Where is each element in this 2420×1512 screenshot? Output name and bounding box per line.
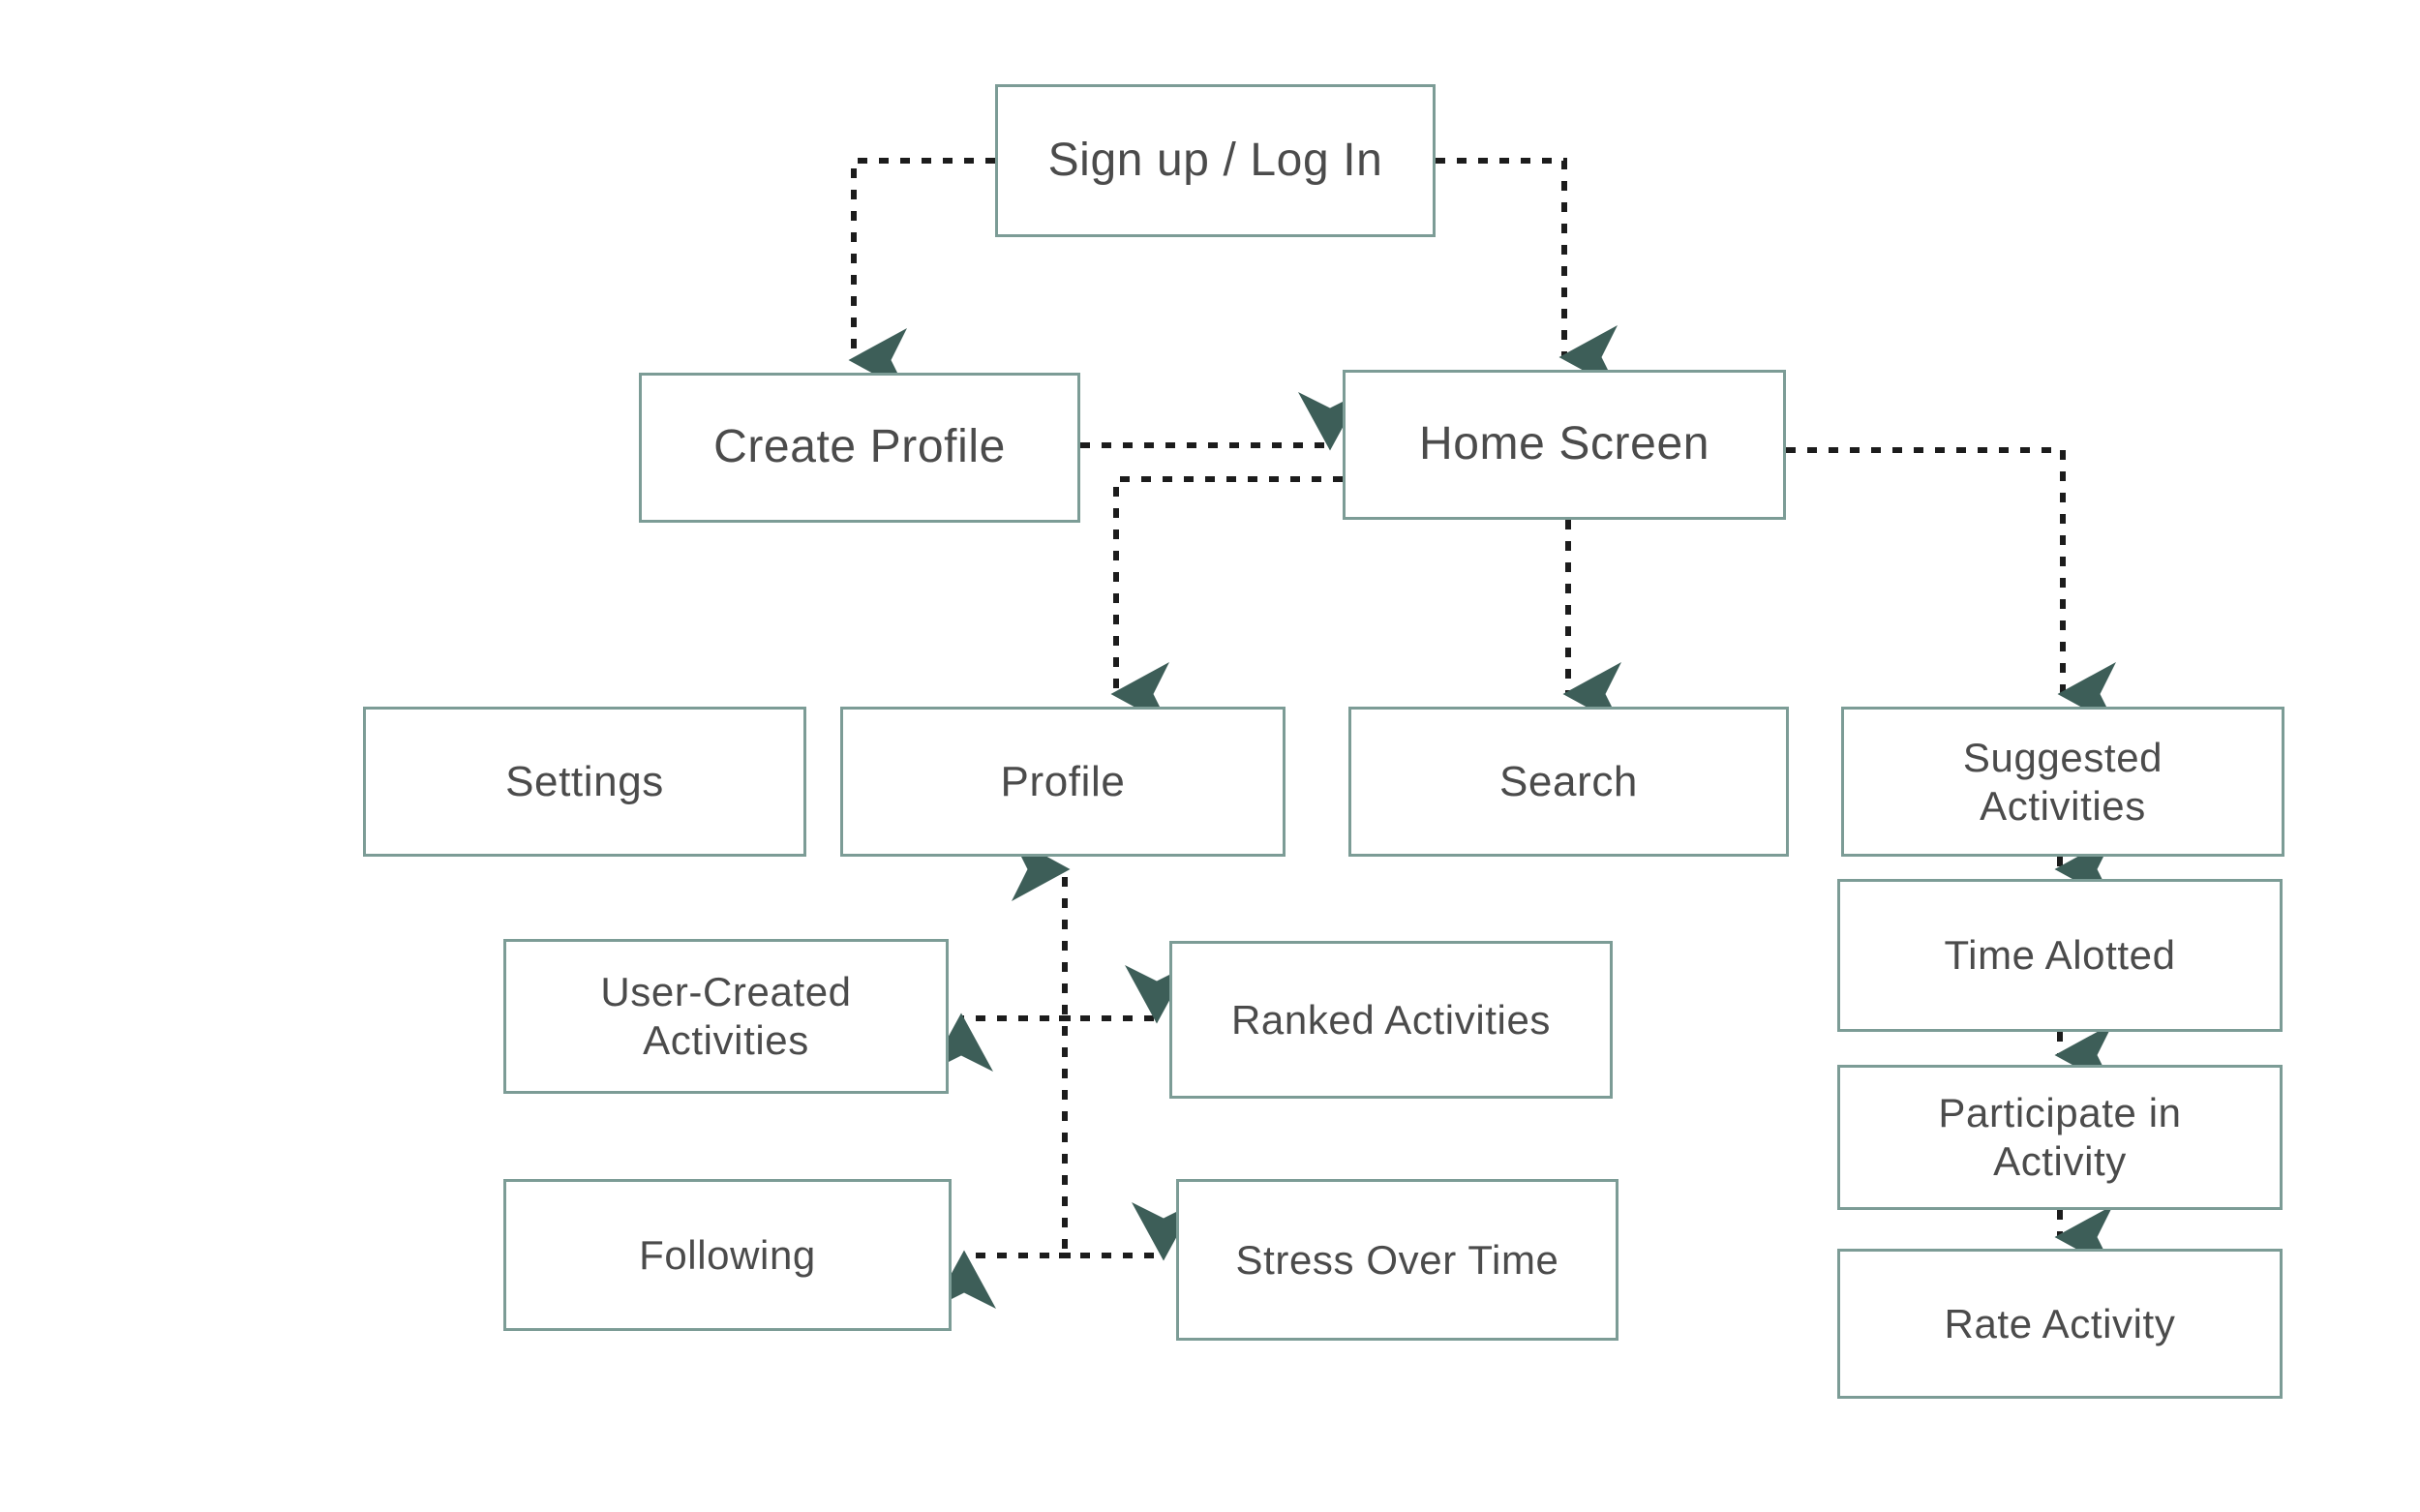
node-following-label: Following — [639, 1231, 816, 1278]
node-rate-activity-label: Rate Activity — [1944, 1300, 2176, 1346]
node-user-created-activities[interactable]: User-Created Activities — [503, 939, 949, 1094]
node-user-created-activities-label: User-Created Activities — [600, 969, 852, 1063]
node-settings[interactable]: Settings — [363, 707, 806, 857]
edge-home-screen-to-profile — [1110, 476, 1343, 726]
node-stress-over-time[interactable]: Stress Over Time — [1176, 1179, 1618, 1341]
node-signup-login[interactable]: Sign up / Log In — [995, 84, 1436, 237]
node-participate-in-activity-label: Participate in Activity — [1938, 1090, 2182, 1184]
node-profile[interactable]: Profile — [840, 707, 1286, 857]
edge-home-screen-to-suggested-activities — [1786, 447, 2116, 726]
node-search-label: Search — [1498, 757, 1638, 805]
node-stress-over-time-label: Stress Over Time — [1235, 1236, 1559, 1283]
node-home-screen[interactable]: Home Screen — [1343, 370, 1786, 520]
node-create-profile-label: Create Profile — [713, 421, 1006, 473]
node-suggested-activities[interactable]: Suggested Activities — [1841, 707, 2284, 857]
node-home-screen-label: Home Screen — [1418, 418, 1710, 470]
node-time-alotted-label: Time Alotted — [1944, 932, 2176, 979]
node-rate-activity[interactable]: Rate Activity — [1837, 1249, 2283, 1399]
node-ranked-activities-label: Ranked Activities — [1230, 996, 1552, 1043]
node-create-profile[interactable]: Create Profile — [639, 373, 1080, 523]
node-following[interactable]: Following — [503, 1179, 952, 1331]
node-profile-label: Profile — [1000, 757, 1126, 805]
edge-signup-to-create-profile — [848, 158, 995, 392]
node-search[interactable]: Search — [1348, 707, 1789, 857]
node-signup-login-label: Sign up / Log In — [1047, 134, 1383, 186]
edge-signup-to-home-screen — [1436, 158, 1618, 389]
node-participate-in-activity[interactable]: Participate in Activity — [1837, 1065, 2283, 1210]
node-ranked-activities[interactable]: Ranked Activities — [1169, 941, 1613, 1099]
node-time-alotted[interactable]: Time Alotted — [1837, 879, 2283, 1032]
node-suggested-activities-label: Suggested Activities — [1962, 734, 2163, 829]
node-settings-label: Settings — [505, 757, 664, 805]
